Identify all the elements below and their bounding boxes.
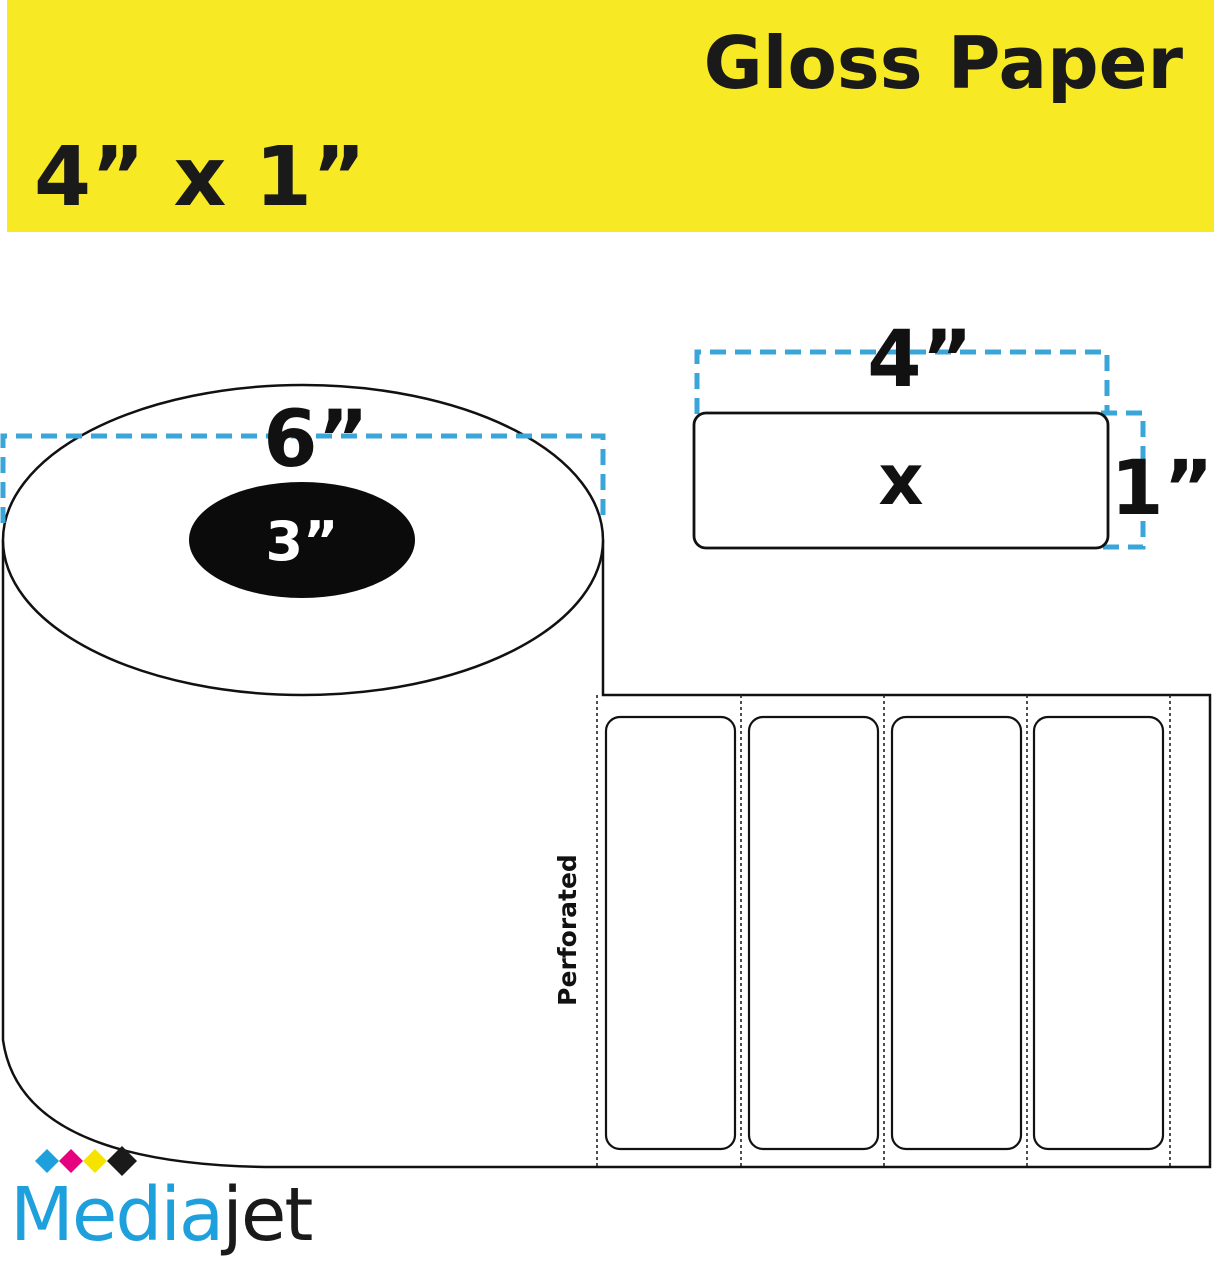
label-separator-text: x: [878, 439, 923, 521]
perforated-label: Perforated: [553, 854, 582, 1006]
core-diameter-text: 3”: [265, 510, 338, 573]
perforation-lines: [596, 695, 1171, 1167]
logo-wordmark: Mediajet: [10, 1172, 312, 1258]
roll-label: [890, 715, 1023, 1151]
mediajet-logo: Mediajet: [10, 1146, 314, 1258]
logo-diamond-yellow: [83, 1149, 107, 1173]
logo-diamond-cyan: [35, 1149, 59, 1173]
label-detail-box: [692, 411, 1110, 550]
logo-word-media: Media: [10, 1172, 222, 1258]
logo-word-jet: jet: [220, 1172, 312, 1258]
header-banner: [7, 0, 1214, 232]
label-width-text: 4”: [867, 315, 973, 405]
outer-diameter-bracket: [0, 433, 606, 523]
roll-label: [604, 715, 737, 1151]
label-height-bracket: [1101, 410, 1146, 550]
roll-label: [1032, 715, 1165, 1151]
size-title: 4” x 1”: [34, 130, 366, 225]
roll-labels: [604, 715, 1165, 1151]
label-height-text: 1”: [1111, 443, 1214, 532]
outer-diameter-text: 6”: [263, 395, 369, 485]
logo-diamond-magenta: [59, 1149, 83, 1173]
logo-diamond-black: [107, 1146, 137, 1176]
roll-label: [747, 715, 880, 1151]
label-width-bracket: [694, 349, 1110, 414]
material-title: Gloss Paper: [704, 21, 1184, 105]
roll-core: [189, 482, 415, 598]
